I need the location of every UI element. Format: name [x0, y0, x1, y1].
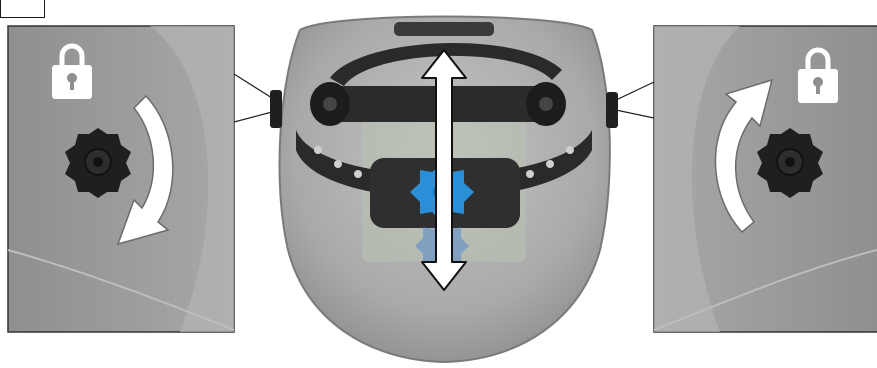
left-detail-panel [7, 25, 235, 333]
connector-line [233, 73, 273, 99]
knob-icon [757, 128, 823, 198]
connector-line [615, 109, 655, 119]
connector-line [233, 111, 273, 123]
right-detail-panel [653, 25, 877, 333]
side-knob-right [606, 92, 618, 128]
step-badge [0, 0, 45, 18]
padlock-icon [52, 43, 92, 99]
helmet-illustration [270, 15, 618, 364]
side-knob-left [270, 90, 282, 128]
counterclockwise-arrow-icon [714, 78, 774, 234]
connector-line [615, 81, 655, 101]
padlock-icon [798, 47, 838, 103]
knob-icon [65, 128, 131, 198]
clockwise-arrow-icon [116, 94, 174, 246]
vertical-double-arrow-icon [421, 49, 467, 291]
